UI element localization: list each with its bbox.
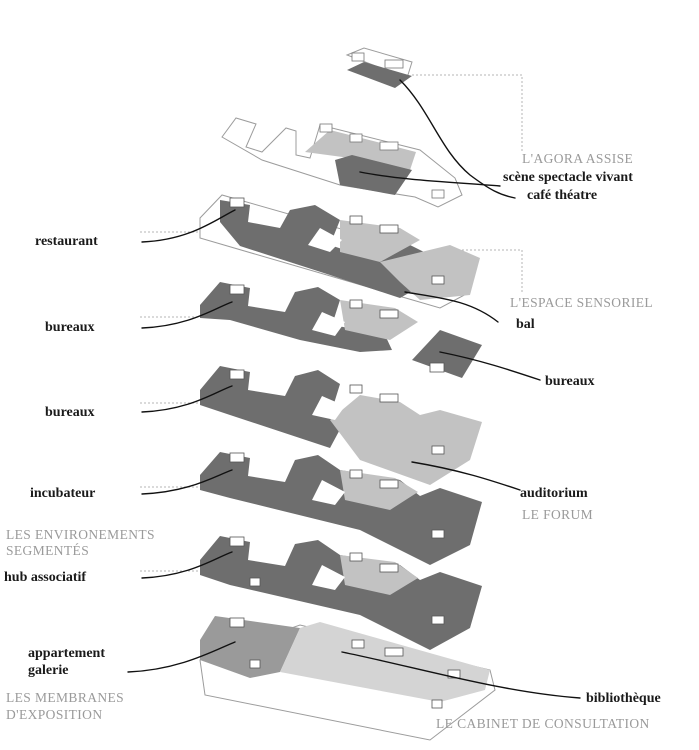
leader-bureaux-right bbox=[439, 351, 541, 381]
leader-scene bbox=[359, 171, 501, 187]
leader-bureaux-1 bbox=[141, 301, 233, 329]
label-incubateur: incubateur bbox=[30, 486, 96, 501]
label-bal: bal bbox=[516, 317, 535, 332]
floor-plate-restaurant bbox=[199, 194, 480, 309]
leader-bureaux-2 bbox=[141, 385, 233, 413]
leader-bibliotheque bbox=[341, 651, 581, 699]
label-bibliotheque: bibliothèque bbox=[586, 691, 661, 706]
leader-lines bbox=[127, 79, 581, 699]
leader-top bbox=[399, 79, 516, 199]
label-hub-associatif: hub associatif bbox=[4, 570, 87, 585]
label-auditorium: auditorium bbox=[520, 486, 588, 501]
leader-auditorium bbox=[411, 461, 521, 491]
floor-plate-agora bbox=[221, 117, 463, 208]
category-forum: LE FORUM bbox=[522, 507, 594, 522]
label-bureaux-1: bureaux bbox=[45, 320, 95, 335]
category-membranes-line1: LES MEMBRANES bbox=[6, 690, 125, 705]
floor-plate-bureaux-1 bbox=[200, 282, 418, 352]
category-membranes-line2: D'EXPOSITION bbox=[6, 707, 103, 722]
leader-bal bbox=[404, 291, 499, 323]
category-environements-line1: LES ENVIRONEMENTS bbox=[6, 527, 155, 542]
leader-restaurant bbox=[141, 209, 236, 243]
label-bureaux-right: bureaux bbox=[545, 374, 595, 389]
category-environements-line2: SEGMENTÉS bbox=[6, 543, 90, 558]
floor-plate-bureaux-2 bbox=[200, 366, 482, 485]
label-scene-spectacle-vivant: scène spectacle vivant bbox=[503, 170, 633, 185]
label-bureaux-2: bureaux bbox=[45, 405, 95, 420]
leader-incubateur bbox=[141, 469, 233, 495]
floor-plate-incubateur bbox=[200, 452, 482, 565]
label-restaurant: restaurant bbox=[35, 234, 98, 249]
floor-plate-ground bbox=[199, 616, 496, 741]
category-cabinet-consultation: LE CABINET DE CONSULTATION bbox=[436, 716, 650, 731]
leader-hub bbox=[141, 551, 233, 579]
floor-plate-top bbox=[345, 47, 413, 88]
leader-appartement bbox=[127, 641, 236, 673]
category-agora-assise: L'AGORA ASSISE bbox=[522, 151, 634, 166]
category-espace-sensoriel: L'ESPACE SENSORIEL bbox=[510, 295, 654, 310]
floor-plate-hub-associatif bbox=[200, 536, 482, 650]
label-appartement: appartement bbox=[28, 646, 105, 661]
label-cafe-theatre: café théatre bbox=[527, 188, 598, 203]
dotted-guide-lines bbox=[140, 74, 523, 572]
label-galerie: galerie bbox=[28, 663, 69, 678]
